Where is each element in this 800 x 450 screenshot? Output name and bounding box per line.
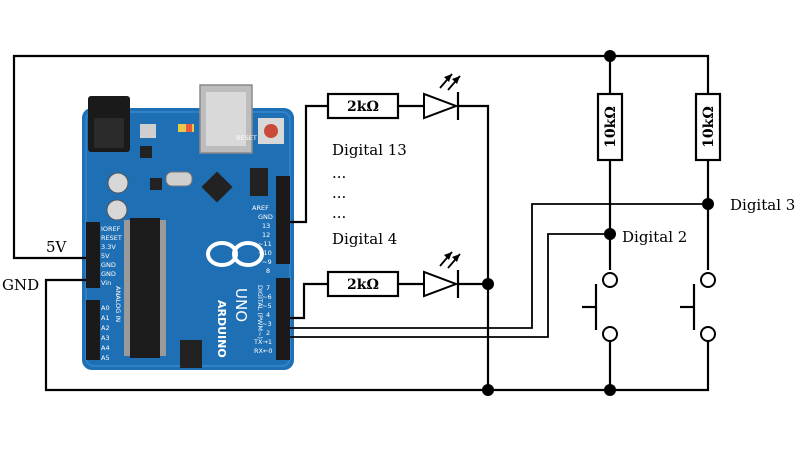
pin-aref: AREF xyxy=(252,204,269,212)
pin-2: 2 xyxy=(266,329,270,337)
label-gnd: GND xyxy=(2,276,39,294)
pin-4: 4 xyxy=(266,311,270,319)
analog-header xyxy=(86,300,100,360)
capacitor xyxy=(107,172,129,194)
analog-pin-a4: A4 xyxy=(101,344,110,352)
pin-6: ~6 xyxy=(262,293,272,301)
wire-5v-rail xyxy=(12,54,710,260)
board-brand: ARDUINO xyxy=(215,300,228,358)
capacitor xyxy=(106,199,128,221)
pin-13: 13 xyxy=(262,222,270,230)
label-digital3: Digital 3 xyxy=(730,196,795,214)
arduino-logo xyxy=(206,241,264,267)
junction-dot xyxy=(482,278,494,290)
power-pin-gnd1: GND xyxy=(101,261,116,269)
junction-dot xyxy=(604,228,616,240)
reset-label: RESET xyxy=(236,134,257,142)
digital-label: DIGITAL (PWM~) xyxy=(256,285,264,339)
label-digital4: Digital 4 xyxy=(332,230,397,248)
analog-pin-a2: A2 xyxy=(101,324,110,332)
arduino-uno-board: ARDUINO UNO DIGITAL (PWM~) ANALOG IN ARE… xyxy=(82,84,294,370)
wire-pin13 xyxy=(290,104,328,224)
resistor-pullup-a-label: 10kΩ xyxy=(603,106,619,148)
board-model: UNO xyxy=(232,288,250,322)
wire-led-cathode-rail xyxy=(458,104,490,390)
resistor-pullup-b-label: 10kΩ xyxy=(701,106,717,148)
resistor-led-bottom-label: 2kΩ xyxy=(347,277,379,293)
pin-8: 8 xyxy=(266,267,270,275)
junction-dot xyxy=(482,384,494,396)
power-pin-gnd2: GND xyxy=(101,270,116,278)
label-dots-2: ... xyxy=(332,184,346,202)
power-pin-3v3: 3.3V xyxy=(101,243,116,251)
wire-pin4 xyxy=(290,282,328,320)
label-digital13: Digital 13 xyxy=(332,141,407,159)
analog-label: ANALOG IN xyxy=(114,286,122,322)
junction-dot xyxy=(604,50,616,62)
analog-pin-a3: A3 xyxy=(101,334,110,342)
wires xyxy=(12,54,710,392)
label-digital2: Digital 2 xyxy=(622,228,687,246)
pin-11: ~11 xyxy=(258,240,272,248)
analog-pin-a0: A0 xyxy=(101,304,110,312)
resistor-led-bottom: 2kΩ xyxy=(326,270,400,298)
resistor-led-top: 2kΩ xyxy=(326,92,400,120)
pushbutton-b xyxy=(680,272,716,342)
digital-header-top xyxy=(276,176,290,264)
atmega-chip xyxy=(130,218,160,358)
junction-dot xyxy=(604,384,616,396)
pin-5: ~5 xyxy=(262,302,272,310)
analog-pin-a5: A5 xyxy=(101,354,110,362)
wire-pin3 xyxy=(290,203,708,329)
icsp-header xyxy=(250,168,268,196)
pin-3: ~3 xyxy=(262,320,272,328)
junctions xyxy=(482,50,714,396)
resistor-led-top-label: 2kΩ xyxy=(347,99,379,115)
wire-gnd-rail xyxy=(44,278,710,392)
label-dots-3: ... xyxy=(332,204,346,222)
power-pin-ioref: IOREF xyxy=(101,225,121,233)
junction-dot xyxy=(702,198,714,210)
resistor-pullup-b: 10kΩ xyxy=(694,92,722,162)
led-bottom xyxy=(423,251,461,298)
pin-rx: RX←0 xyxy=(254,347,273,355)
wire-pin2 xyxy=(290,233,610,338)
digital-header-bottom xyxy=(276,278,290,360)
label-5v: 5V xyxy=(46,238,68,256)
analog-pin-a1: A1 xyxy=(101,314,110,322)
pin-12: 12 xyxy=(262,231,270,239)
pin-10: ~10 xyxy=(258,249,272,257)
led-top xyxy=(423,73,461,120)
pin-7: 7 xyxy=(266,284,270,292)
pin-9: ~9 xyxy=(262,258,272,266)
pin-gnd-top: GND xyxy=(258,213,273,221)
power-pin-vin: Vin xyxy=(101,279,111,287)
power-pin-5v: 5V xyxy=(101,252,110,260)
power-pin-reset: RESET xyxy=(101,234,122,242)
label-dots-1: ... xyxy=(332,164,346,182)
pin-tx: TX→1 xyxy=(253,338,272,346)
pushbutton-a xyxy=(582,272,618,342)
power-header xyxy=(86,222,100,288)
resistor-pullup-a: 10kΩ xyxy=(596,92,624,162)
